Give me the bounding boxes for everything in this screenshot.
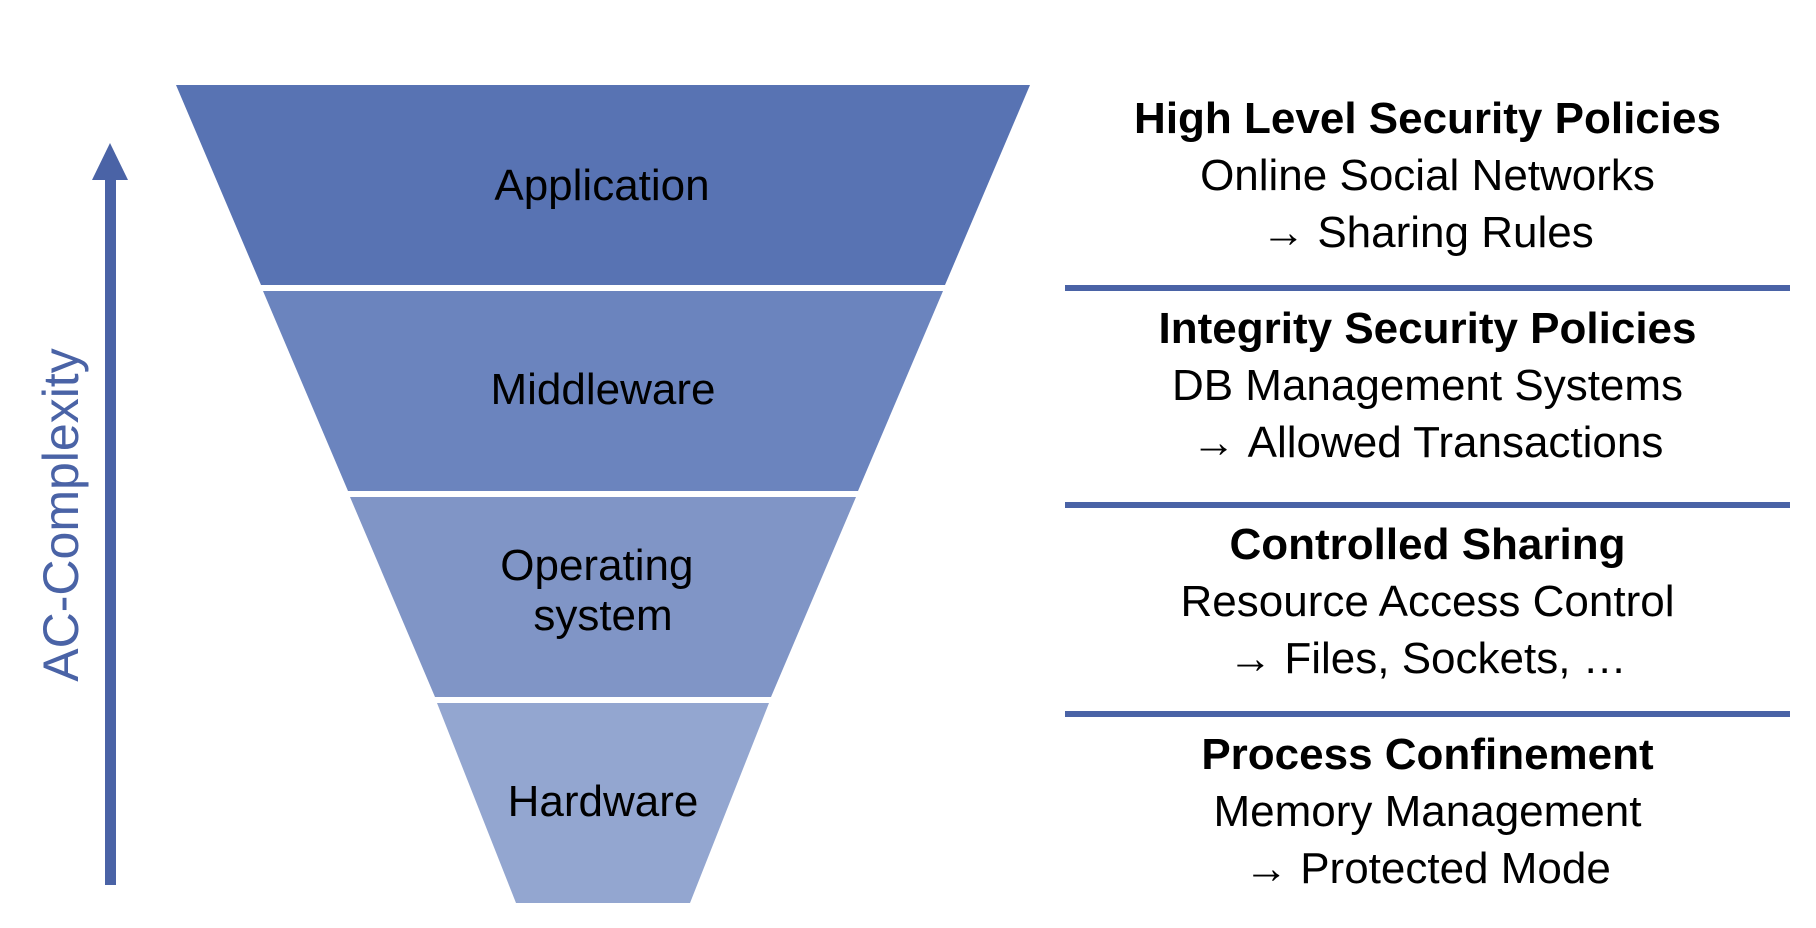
- complexity-axis-arrowhead: [92, 143, 128, 180]
- policy-high-level: High Level Security Policies Online Soci…: [1065, 90, 1790, 261]
- policy-mechanism: →Allowed Transactions: [1065, 414, 1790, 471]
- right-arrow-icon: →: [1261, 208, 1306, 257]
- policy-separator: [1065, 502, 1790, 508]
- policy-separator: [1065, 711, 1790, 717]
- layer-hardware: [437, 703, 769, 903]
- right-arrow-icon: →: [1191, 418, 1236, 467]
- complexity-axis-label: AC-Complexity: [33, 348, 89, 681]
- policy-controlled-sharing: Controlled Sharing Resource Access Contr…: [1065, 516, 1790, 687]
- policy-title: Process Confinement: [1201, 730, 1654, 779]
- policy-mechanism: →Sharing Rules: [1065, 204, 1790, 261]
- layer-application: [176, 85, 1030, 285]
- layer-middleware: [263, 291, 943, 491]
- policy-mechanism-text: Sharing Rules: [1317, 208, 1594, 257]
- policy-mechanism-text: Protected Mode: [1300, 844, 1611, 893]
- policy-example: Resource Access Control: [1180, 577, 1675, 626]
- complexity-axis-shaft: [105, 175, 116, 885]
- policy-title: High Level Security Policies: [1134, 94, 1721, 143]
- policy-title: Controlled Sharing: [1229, 520, 1626, 569]
- policy-mechanism-text: Files, Sockets, …: [1284, 634, 1627, 683]
- layer-funnel: Application Middleware Operating system …: [176, 85, 1030, 903]
- layer-label-hardware: Hardware: [508, 777, 699, 826]
- right-arrow-icon: →: [1228, 634, 1273, 683]
- policy-title: Integrity Security Policies: [1158, 304, 1697, 353]
- policy-separator: [1065, 285, 1790, 291]
- layer-operating-system: [350, 497, 856, 697]
- security-policy-list: High Level Security Policies Online Soci…: [1065, 80, 1790, 910]
- policy-process-confinement: Process Confinement Memory Management →P…: [1065, 726, 1790, 897]
- right-arrow-icon: →: [1244, 844, 1289, 893]
- layer-label-application: Application: [494, 161, 709, 210]
- layer-label-middleware: Middleware: [491, 365, 716, 414]
- layer-label-operating-system: Operating system: [500, 541, 705, 640]
- complexity-axis: AC-Complexity: [33, 143, 128, 885]
- policy-example: Memory Management: [1213, 787, 1642, 836]
- policy-mechanism: →Files, Sockets, …: [1065, 630, 1790, 687]
- policy-mechanism-text: Allowed Transactions: [1247, 418, 1664, 467]
- policy-example: Online Social Networks: [1200, 151, 1655, 200]
- policy-integrity: Integrity Security Policies DB Managemen…: [1065, 300, 1790, 471]
- policy-mechanism: →Protected Mode: [1065, 840, 1790, 897]
- policy-example: DB Management Systems: [1171, 361, 1684, 410]
